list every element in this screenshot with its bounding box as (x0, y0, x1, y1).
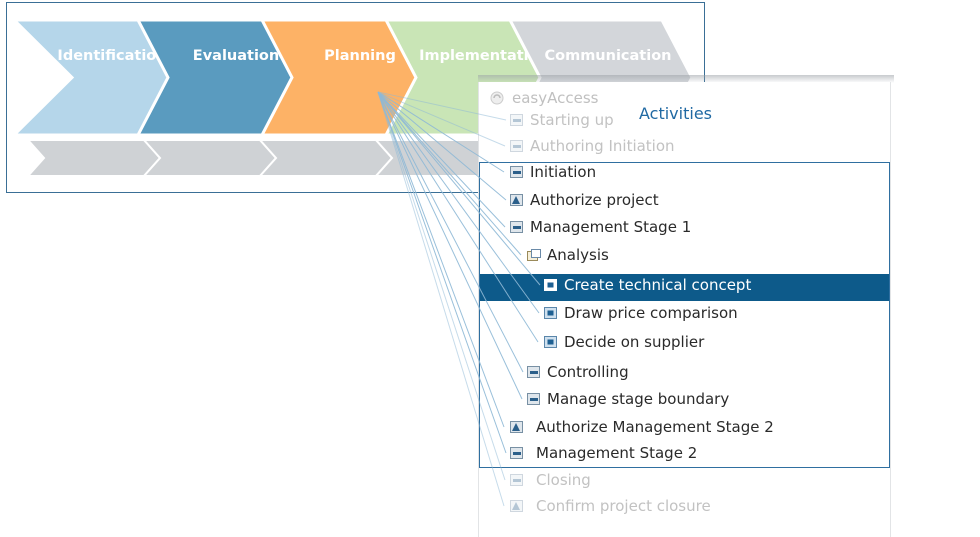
activity-label: Manage stage boundary (547, 390, 729, 408)
activity-icon (510, 447, 523, 459)
activity-item[interactable]: Draw price comparison (544, 304, 738, 322)
task-icon (544, 336, 557, 348)
task-icon (544, 307, 557, 319)
connector-line (377, 91, 507, 454)
activity-label: Authorize Management Stage 2 (536, 418, 774, 436)
activity-item[interactable]: Management Stage 1 (510, 218, 692, 236)
phase-label: Implementation (419, 48, 549, 64)
activity-icon (510, 114, 523, 126)
activity-label: Controlling (547, 363, 629, 381)
phase-label: Communication (544, 48, 671, 64)
panel-shadow (478, 75, 894, 83)
activity-label: Authorize project (530, 191, 659, 209)
activity-label: Decide on supplier (564, 333, 705, 351)
activity-icon (510, 221, 523, 233)
task-icon (544, 279, 557, 291)
connector-line (377, 91, 505, 507)
activity-label: Analysis (547, 246, 609, 264)
activity-icon (527, 393, 540, 405)
highlight-range-box (479, 162, 890, 468)
sub-step (257, 139, 394, 177)
decision-icon (510, 421, 523, 433)
activity-icon (527, 366, 540, 378)
connector-line (377, 91, 523, 400)
activity-item[interactable]: Management Stage 2 (510, 444, 698, 462)
activity-label: Management Stage 1 (530, 218, 691, 236)
sub-step (25, 139, 162, 177)
connector-line (377, 91, 539, 343)
activity-label: Create technical concept (564, 276, 751, 294)
connector-line (377, 91, 506, 481)
connector-line (377, 91, 524, 373)
phase-planning[interactable]: Planning (259, 18, 446, 137)
activity-item[interactable]: Initiation (510, 163, 597, 181)
group-icon (527, 249, 541, 261)
connector-line (377, 91, 522, 256)
activity-tree: Starting up Authoring InitiationInitiatio… (510, 111, 774, 515)
activity-item[interactable]: Analysis (527, 246, 609, 264)
activity-label: Draw price comparison (564, 304, 738, 322)
activity-label: Initiation (530, 163, 596, 181)
activity-label: Confirm project closure (536, 497, 711, 515)
connector-line (377, 91, 506, 228)
activity-label: Closing (536, 471, 591, 489)
app-icon (490, 91, 504, 105)
activity-item[interactable]: Manage stage boundary (527, 390, 730, 408)
connector-line (377, 91, 541, 286)
activity-item[interactable]: Authorize Management Stage 2 (510, 418, 774, 436)
connector-line (377, 91, 505, 173)
decision-icon (510, 194, 523, 206)
connector-line (377, 91, 505, 428)
activity-item[interactable]: Controlling (527, 363, 629, 381)
phase-label: Evaluation (193, 48, 279, 64)
activity-icon (510, 166, 523, 178)
decision-icon (510, 500, 523, 512)
activities-panel: easyAccess Activities Starting up Authori… (478, 75, 894, 537)
connector-lines (377, 91, 541, 507)
activity-item[interactable]: Decide on supplier (544, 333, 706, 351)
connector-line (377, 91, 540, 314)
activity-item[interactable]: Confirm project closure (510, 497, 711, 515)
sub-row (25, 139, 510, 177)
activity-label: Authoring Initiation (530, 137, 675, 155)
connector-line (377, 91, 507, 201)
activity-item[interactable]: Starting up (510, 111, 614, 129)
activity-item[interactable]: Closing (510, 471, 591, 489)
activity-label: Management Stage 2 (536, 444, 697, 462)
activity-item[interactable]: Authorize project (510, 191, 659, 209)
sub-step (141, 139, 278, 177)
app-label: easyAccess (512, 89, 599, 107)
activity-item[interactable]: Create technical concept (544, 276, 752, 294)
phase-label: Identification (57, 48, 166, 64)
activity-icon (510, 140, 523, 152)
activity-label: Starting up (530, 111, 614, 129)
phase-label: Planning (324, 48, 396, 64)
connector-line (377, 91, 506, 147)
activity-item[interactable]: Authoring Initiation (510, 137, 675, 155)
panel-title: Activities (639, 104, 712, 123)
connector-line (377, 91, 507, 121)
activity-icon (510, 474, 523, 486)
